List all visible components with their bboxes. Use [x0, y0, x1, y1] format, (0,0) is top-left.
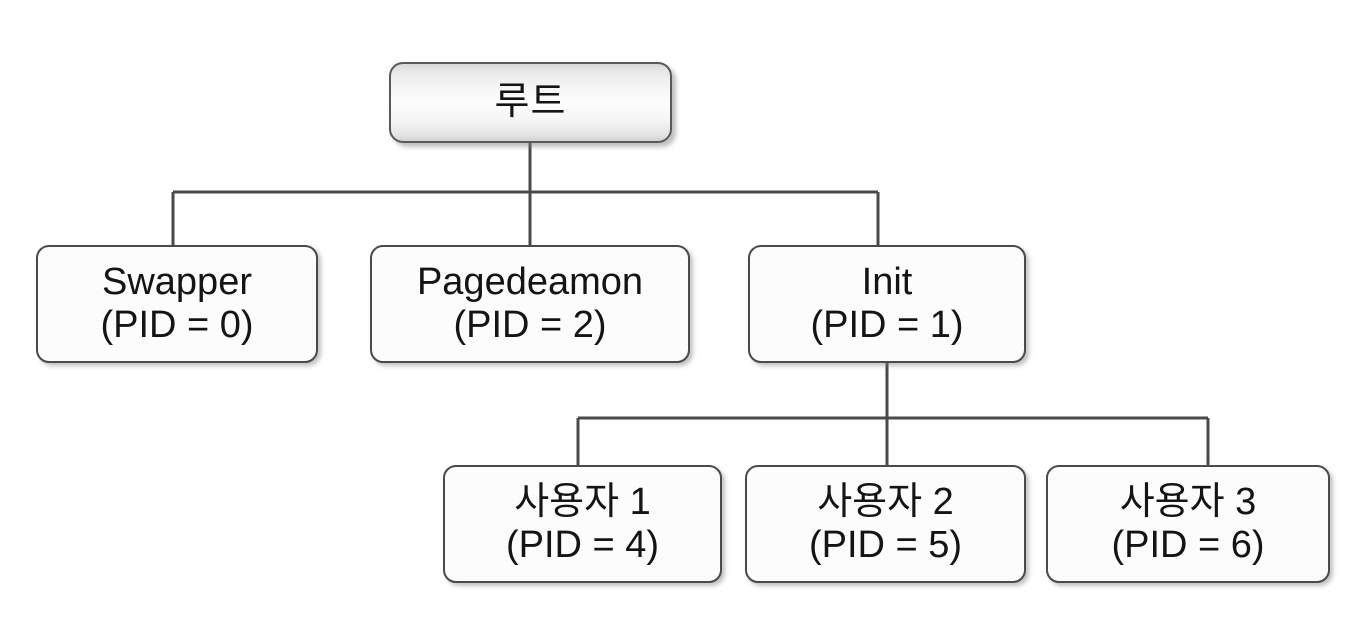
node-user2[interactable]: 사용자 2 (PID = 5) [745, 465, 1026, 583]
node-user3-pid: (PID = 6) [1111, 524, 1265, 566]
node-pagedeamon-name: Pagedeamon [416, 260, 644, 303]
node-user3[interactable]: 사용자 3 (PID = 6) [1046, 465, 1330, 583]
node-init[interactable]: Init (PID = 1) [748, 245, 1026, 363]
node-user2-pid: (PID = 5) [808, 524, 963, 566]
node-swapper-name: Swapper [102, 260, 252, 303]
node-pagedeamon[interactable]: Pagedeamon (PID = 2) [370, 245, 690, 363]
node-root-label: 루트 [494, 80, 567, 123]
node-init-name: Init [861, 260, 913, 303]
node-user2-name: 사용자 2 [817, 480, 954, 523]
node-swapper[interactable]: Swapper (PID = 0) [36, 245, 318, 363]
node-swapper-pid: (PID = 0) [100, 304, 254, 346]
node-user1[interactable]: 사용자 1 (PID = 4) [443, 465, 722, 583]
node-pagedeamon-pid: (PID = 2) [453, 304, 607, 346]
node-init-pid: (PID = 1) [810, 304, 964, 346]
node-user3-name: 사용자 3 [1119, 480, 1257, 523]
node-root[interactable]: 루트 [389, 62, 672, 143]
node-user1-name: 사용자 1 [514, 480, 651, 523]
node-user1-pid: (PID = 4) [505, 524, 660, 566]
